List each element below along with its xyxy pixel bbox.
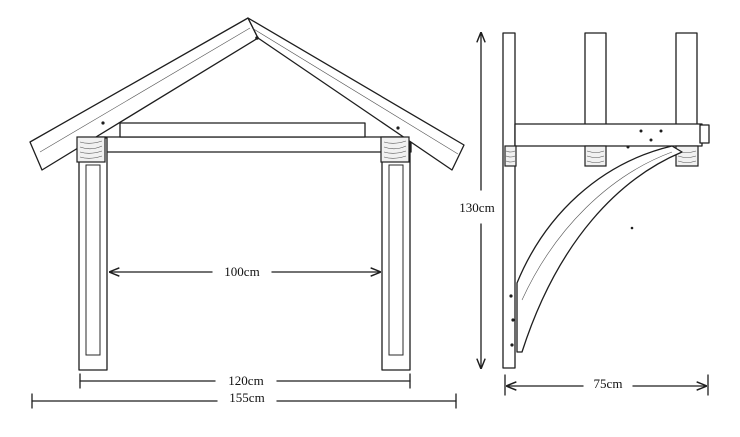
collar-beam bbox=[119, 122, 366, 138]
right-post bbox=[381, 137, 411, 371]
dimension-post-span: 120cm bbox=[228, 373, 263, 388]
rafter-stub-middle bbox=[584, 32, 607, 126]
tie-beam bbox=[79, 136, 412, 153]
curved-bracket bbox=[516, 145, 683, 353]
front-elevation: 100cm 120cm 155cm bbox=[29, 17, 465, 409]
right-endgrain-block bbox=[380, 136, 410, 163]
left-post-chamfer bbox=[85, 164, 101, 356]
side-beam bbox=[514, 123, 703, 147]
left-endgrain-block bbox=[76, 136, 106, 163]
beam-end-cap bbox=[699, 124, 710, 144]
rafter-stub-outer bbox=[675, 32, 698, 126]
side-elevation: 130cm 75cm bbox=[459, 32, 710, 396]
side-endgrain-middle bbox=[584, 145, 607, 167]
dimension-overall-width: 155cm bbox=[229, 390, 264, 405]
side-endgrain-left bbox=[504, 145, 517, 167]
dimension-height: 130cm bbox=[459, 200, 494, 215]
right-post-chamfer bbox=[388, 164, 404, 356]
left-post bbox=[78, 137, 108, 371]
wall-post bbox=[502, 32, 516, 369]
side-endgrain-outer bbox=[675, 145, 699, 167]
dimension-depth: 75cm bbox=[594, 376, 623, 391]
right-rafter bbox=[247, 17, 465, 171]
dimension-inner-span: 100cm bbox=[224, 264, 259, 279]
